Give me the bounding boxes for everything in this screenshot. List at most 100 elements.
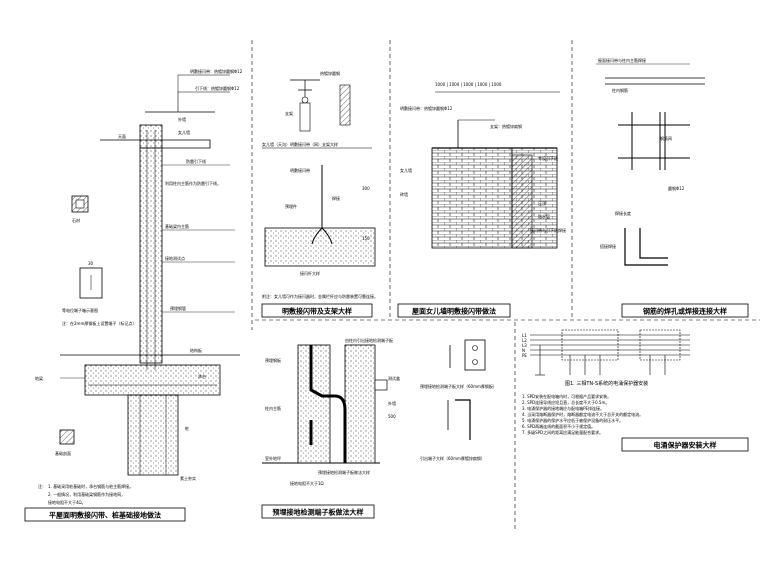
label-parapet: 女儿墙: [178, 129, 190, 135]
spd-note: 4. 当采用熔断器保护时，熔断器额定电流不大于总开关的额定电流。: [522, 411, 643, 417]
label-p5-wall: 外墙: [388, 400, 396, 406]
column: [139, 147, 163, 364]
label-p6-b: 引出端子大样（60mm厚镀锌扁钢）: [420, 455, 485, 461]
panel-dividers: [251, 40, 760, 530]
title-p2: 明敷接闪带及支架大样: [282, 307, 352, 316]
label-p2-bottom: 接闪杆大样: [300, 270, 320, 276]
title-p7: 电涌保护器安装大样: [654, 441, 717, 450]
label-p4-top: 屋面接闪带与柱内主筋焊接: [598, 57, 646, 63]
label-p2-rod: 热镀锌圆钢: [320, 70, 340, 76]
spd-phase-label: L1: [522, 333, 527, 338]
label-bolt-box-title: 等电位端子箱示意图: [62, 307, 98, 313]
label-note1: 1. 基础采用桩基础时，承台钢筋与桩主筋焊接。: [48, 483, 133, 489]
label-p3-brick: 砖墙: [400, 191, 408, 197]
label-p5-sub: 预埋接地检测端子板做法大样: [318, 469, 370, 475]
terminal-b: [455, 399, 471, 440]
label-bolt-box-note: 注：在2mm厚钢板上设置端子（标记点）: [62, 320, 136, 326]
spd-phase-label: L3: [522, 343, 527, 348]
panel-lightning-bracket: 热镀锌圆钢 支架 女儿墙（天沟）明敷接闪带（网）支架大样 明敷接闪带 焊接 预埋…: [261, 70, 378, 318]
label-rod-top2: 引下线：热镀锌圆钢Φ12: [195, 85, 240, 91]
spd-notes: 1. SPD安装在配电箱内时，可根据产品要求安装。2. SPD连接导线应短且直，…: [522, 393, 643, 435]
spd-note: 1. SPD安装在配电箱内时，可根据产品要求安装。: [522, 393, 611, 399]
label-p6-a: 预埋接地检测端子板大样（60mm厚钢板）: [420, 383, 497, 389]
label-p3-rod: 明敷接闪带：热镀锌圆钢Φ12: [400, 105, 453, 111]
label-downlead-note: 利用柱内主筋作为防雷引下线，: [165, 180, 221, 186]
title-box-p7: [621, 437, 749, 452]
label-pile: 桩: [185, 425, 189, 431]
panel-test-terminal: 由柱内引出接地检测端子板 预埋钢板 测试盒 柱内主筋 外墙 500 室外地坪 预…: [261, 337, 400, 519]
spd-note: 2. SPD连接导线应短且直，总长度不大于0.5m。: [522, 399, 609, 405]
title-p5: 预埋接地检测端子板做法大样: [273, 508, 364, 517]
panel-rebar-weld: 屋面接闪带与柱内主筋焊接 柱内钢筋 钢筋网 圆钢Φ12 焊接长度 搭接焊接 钢筋…: [596, 57, 749, 318]
label-p3-note: 接闪带与引下线焊接: [530, 227, 566, 233]
label-ground-beam: 地梁: [35, 375, 43, 381]
spd-note: 5. 电涌保护器的保护水平应低于被保护设备的耐压水平。: [522, 417, 623, 423]
label-note2: 2. 一般情况，利用基础梁钢筋作为接地网，: [48, 491, 125, 497]
label-note3: 接地电阻不大于4Ω。: [48, 499, 86, 505]
panel-plate-details: 预埋接地检测端子板大样（60mm厚钢板） 引出端子大样（60mm厚镀锌扁钢）: [420, 339, 497, 461]
label-p2-dim150: 150: [362, 236, 370, 241]
title-box-p1: [24, 507, 186, 522]
title-p3: 屋面女儿墙明敷接闪带做法: [412, 307, 496, 316]
label-beam-note: 基础梁内主筋: [165, 223, 189, 229]
label-p2-bar: 明敷接闪带: [290, 167, 310, 173]
label-p5-plate: 预埋钢板: [265, 357, 281, 363]
spd-phase-label: PE: [522, 353, 527, 358]
label-p2-weld: 焊接: [332, 195, 340, 201]
brick-wall-left: [431, 147, 513, 249]
label-roof-layer: 天面: [118, 134, 126, 139]
spd-phase-label: L2: [522, 338, 527, 343]
label-p2-bracket: 支架: [285, 110, 293, 116]
label-p3-downlead: 专设引下线: [538, 155, 558, 161]
label-p5-top: 由柱内引出接地检测端子板: [345, 337, 393, 343]
panel-roof-pile-grounding: 明敷接闪带：热镀锌圆钢Φ12 引下线：热镀锌圆钢Φ12 天面 女儿墙 外墙 防雷…: [24, 68, 243, 522]
label-p4-round: 圆钢Φ12: [668, 185, 685, 191]
label-p5-rebar: 柱内主筋: [265, 405, 281, 411]
spd-note: 7. 多级SPD之间的距离应满足能量配合要求。: [522, 429, 603, 435]
spd-note: 3. 电涌保护器的接地端应与配电箱PE排连接。: [522, 405, 604, 411]
label-test-box: 接地测试点: [165, 255, 185, 261]
label-pipe: 预埋钢管: [170, 305, 186, 311]
pile-cap: [84, 364, 221, 396]
label-p4-mesh: 钢筋网: [660, 135, 672, 141]
label-bottom-section: 基础剖面: [55, 450, 71, 456]
rebar-mesh: [618, 112, 690, 170]
label-p3-dims: 1000 | 1000 | 1000 | 1000 | 1000: [435, 82, 502, 87]
terminal-rebar: [309, 345, 347, 463]
label-p7-sub: 图1. 三相TN-S系统的电涌保护器安装: [565, 380, 648, 387]
label-p4-weld: 焊接长度: [615, 210, 631, 216]
pile: [127, 394, 179, 476]
label-pile-cap: 承台: [198, 373, 206, 379]
label-notes-head: 注：: [38, 483, 46, 489]
label-dim30: 30: [88, 261, 94, 266]
label-p3-support: 支架：热镀锌扁钢: [490, 123, 522, 129]
label-p5-note: 接地电阻不大于1Ω: [290, 480, 324, 486]
label-p4-joint: 搭接焊接: [600, 243, 616, 249]
l-bar: [624, 228, 668, 266]
label-p5-dim500: 500: [388, 414, 396, 419]
spd-wiring: [530, 329, 690, 376]
label-p2-embed: 预埋件: [285, 203, 297, 209]
title-box-p3: [397, 303, 511, 318]
label-p5-floor: 室外地坪: [265, 455, 281, 461]
spd-note: 6. SPD两端连线的截面积不小于规定值。: [522, 423, 595, 429]
label-p4-rebar: 柱内钢筋: [612, 87, 628, 93]
label-p5-box: 测试盒: [388, 375, 400, 381]
label-soil: 素土夯实: [180, 475, 196, 481]
label-stone: 石材: [72, 217, 80, 223]
detail-section-box: [59, 429, 75, 445]
label-p2-sub: 女儿墙（天沟）明敷接闪带（网）支架大样: [262, 141, 338, 147]
wall-left: [297, 344, 331, 464]
title-box-p5: [261, 504, 375, 519]
panel-parapet-rod: 1000 | 1000 | 1000 | 1000 | 1000 明敷接闪带：热…: [397, 82, 566, 318]
label-downlead: 防雷引下线: [186, 158, 206, 164]
title-p1: 平屋面明敷接闪带、桩基础接地做法: [49, 511, 161, 520]
title-p4: 钢筋的焊孔或焊接连接大样: [643, 307, 727, 316]
label-p2-note: 附注：女儿墙可作为接闪器时，金属栏杆应与防雷装置可靠连接。: [262, 293, 378, 299]
spd-phase-label: N: [522, 348, 525, 353]
wall-right: [344, 344, 376, 464]
label-rod-top: 明敷接闪带：热镀锌圆钢Φ12: [190, 68, 243, 74]
